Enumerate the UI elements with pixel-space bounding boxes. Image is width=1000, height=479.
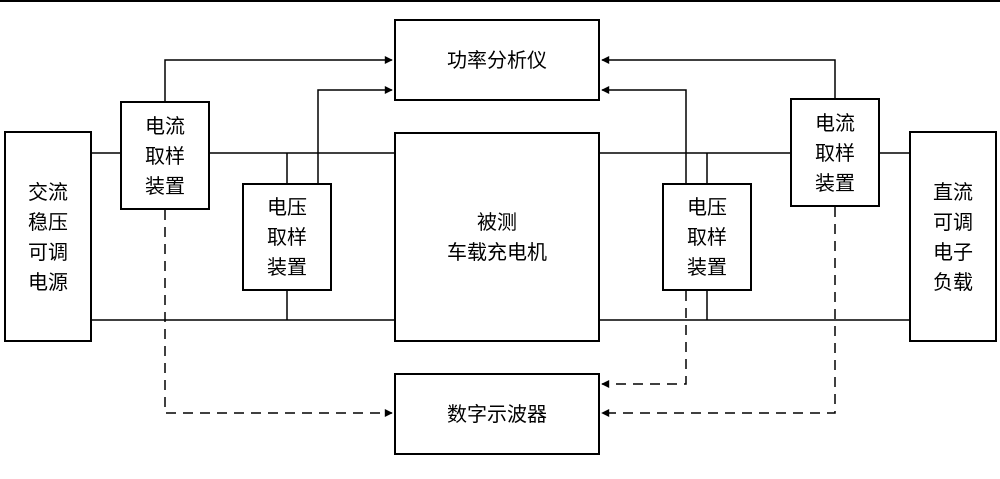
analyzer-signal-lines [164,56,836,183]
right-voltage-to-scope-arrow [601,291,687,388]
charger-under-test-box: 被测 车载充电机 [394,132,600,342]
right-current-to-scope-arrow [601,207,836,417]
dc-load-box: 直流 可调 电子 负载 [909,131,997,342]
voltage-sampler-right-box: 电压 取样 装置 [662,183,752,291]
current-sampler-left-label: 电流 取样 装置 [145,113,185,198]
oscilloscope-box: 数字示波器 [394,373,600,455]
voltage-sampler-left-box: 电压 取样 装置 [242,183,332,291]
power-analyzer-box: 功率分析仪 [394,19,600,101]
current-sampler-right-label: 电流 取样 装置 [815,110,855,195]
left-current-to-analyzer-arrow [164,56,393,101]
left-voltage-to-analyzer-arrow [317,86,393,183]
voltage-sampler-left-label: 电压 取样 装置 [267,195,307,279]
oscilloscope-label: 数字示波器 [447,402,547,426]
ac-source-label: 交流 稳压 可调 电源 [28,179,68,294]
current-sampler-left-box: 电流 取样 装置 [120,101,210,210]
right-voltage-to-analyzer-arrow [601,86,687,183]
oscilloscope-signal-lines [164,207,836,417]
voltage-sampler-taps [286,153,708,320]
charger-under-test-label: 被测 车载充电机 [447,210,547,264]
right-current-to-analyzer-arrow [601,56,836,98]
dc-load-label: 直流 可调 电子 负载 [933,179,973,294]
current-sampler-right-box: 电流 取样 装置 [790,98,880,207]
voltage-sampler-right-label: 电压 取样 装置 [687,195,727,279]
power-analyzer-label: 功率分析仪 [447,48,547,72]
ac-source-box: 交流 稳压 可调 电源 [4,131,92,342]
